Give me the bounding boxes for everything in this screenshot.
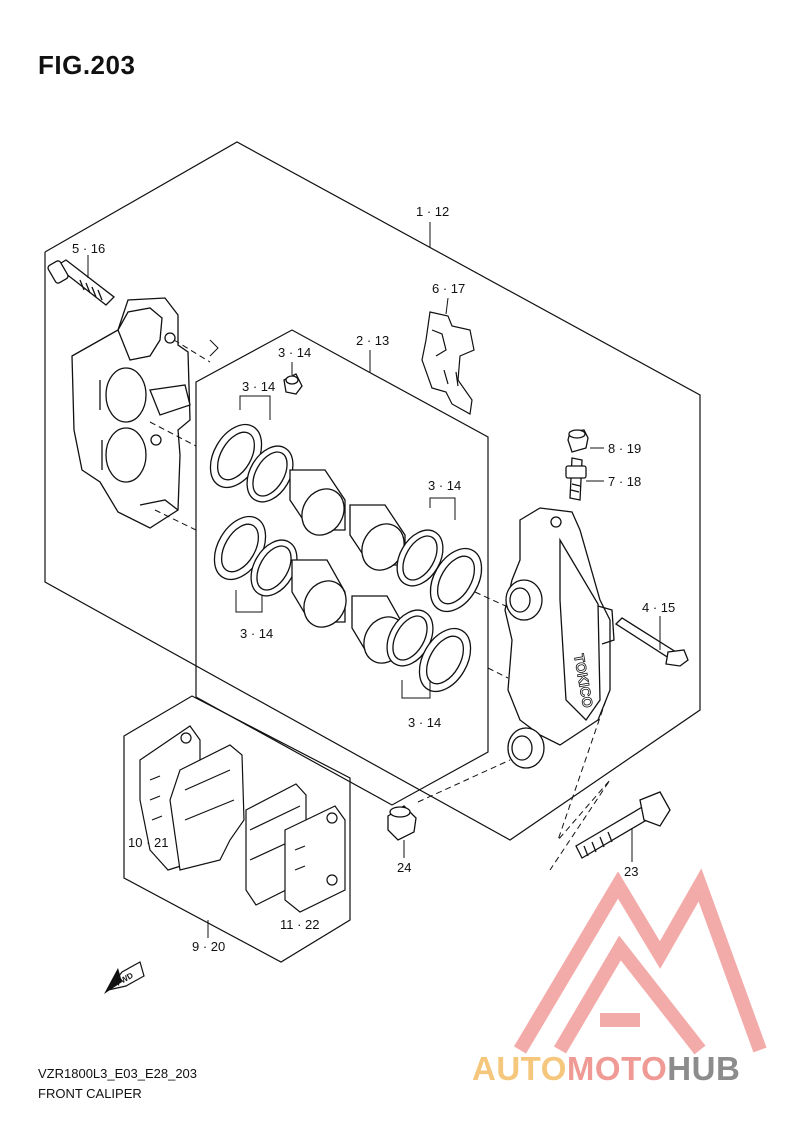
pad-spring-6-17 xyxy=(421,311,475,415)
callout-9-20: 9 · 20 xyxy=(192,939,225,954)
watermark-part-1: AUTO xyxy=(472,1050,567,1087)
pad-shim-11-22 xyxy=(284,805,346,913)
watermark-part-3: HUB xyxy=(667,1050,741,1087)
washer-3-14 xyxy=(283,373,303,395)
callout-3-14-d: 3 · 14 xyxy=(240,626,273,641)
diagram-name: FRONT CALIPER xyxy=(38,1086,142,1101)
callout-3-14-e: 3 · 14 xyxy=(408,715,441,730)
callout-2-13: 2 · 13 xyxy=(356,333,389,348)
pad-10-21 xyxy=(169,744,245,871)
pad-pin-4-15 xyxy=(614,617,689,667)
caliper-half-outer: TOKICO xyxy=(504,507,615,769)
bleeder-cap-8-19 xyxy=(567,429,589,453)
callout-3-14-b: 3 · 14 xyxy=(242,379,275,394)
callout-5-16: 5 · 16 xyxy=(72,241,105,256)
callout-3-14-a: 3 · 14 xyxy=(278,345,311,360)
callout-8-19: 8 · 19 xyxy=(608,441,641,456)
leader-lines xyxy=(87,222,661,938)
callout-4-15: 4 · 15 xyxy=(642,600,675,615)
sleeve-24 xyxy=(387,805,417,841)
callout-1-12: 1 · 12 xyxy=(416,204,449,219)
seals-and-pistons xyxy=(209,423,483,693)
callout-10-21: 10 · 21 xyxy=(128,835,168,850)
bleeder-valve-7-18 xyxy=(565,457,587,501)
callout-11-22: 11 · 22 xyxy=(280,917,320,932)
pad-group-outline xyxy=(123,695,351,963)
watermark-text: AUTOMOTOHUB xyxy=(472,1050,740,1088)
watermark-part-2: MOTO xyxy=(566,1050,668,1087)
diagram-code: VZR1800L3_E03_E28_203 xyxy=(38,1066,198,1081)
caliper-half-inner xyxy=(71,297,191,529)
callout-23: 23 xyxy=(624,864,638,879)
callout-6-17: 6 · 17 xyxy=(432,281,465,296)
fwd-arrow-icon: FWD xyxy=(104,961,145,994)
callout-3-14-c: 3 · 14 xyxy=(428,478,461,493)
assembly-outline xyxy=(44,141,701,841)
bolt-5-16 xyxy=(47,259,115,306)
watermark-logo xyxy=(513,868,767,1055)
figure-title: FIG.203 xyxy=(38,50,136,80)
callout-labels: 1 · 12 5 · 16 6 · 17 2 · 13 3 · 14 3 · 1… xyxy=(72,204,675,954)
mount-bolt-23 xyxy=(575,791,671,859)
callout-7-18: 7 · 18 xyxy=(608,474,641,489)
piston-group-outline xyxy=(195,329,489,806)
callout-24: 24 xyxy=(397,860,411,875)
brake-pads xyxy=(139,725,346,913)
